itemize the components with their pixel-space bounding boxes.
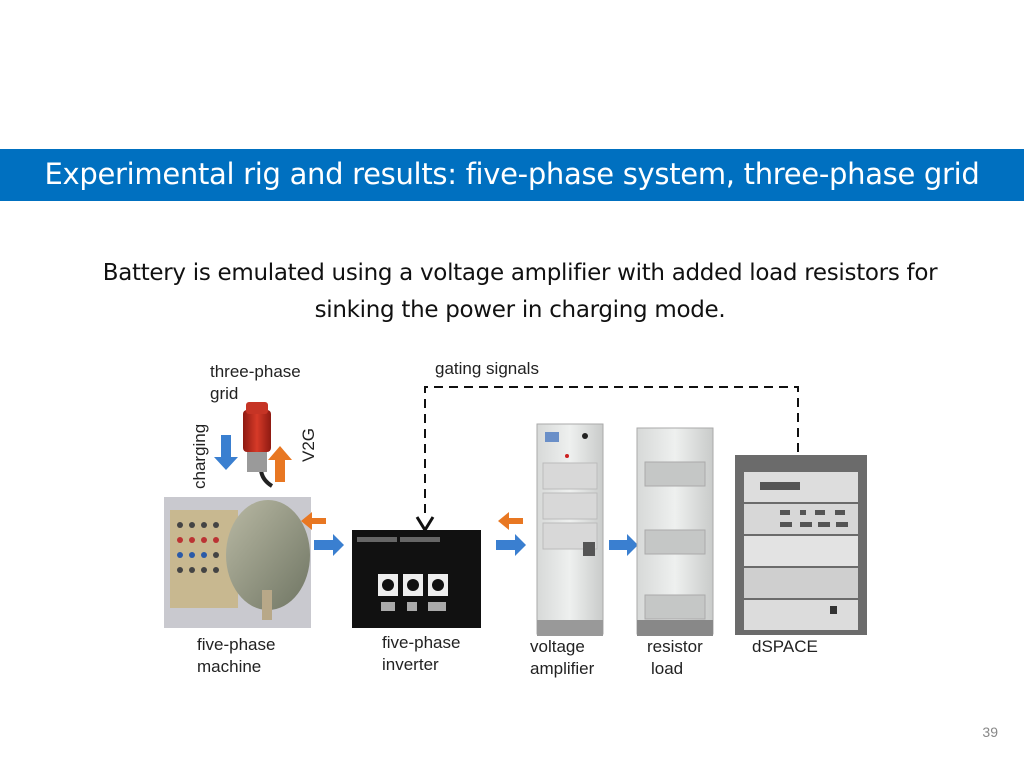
five-phase-machine-photo — [164, 497, 311, 628]
grid-label: three-phase grid — [210, 361, 301, 405]
charging-arrow-icon — [214, 435, 238, 470]
gating-signal-line — [424, 386, 799, 513]
v2g-arrow-icon — [268, 446, 292, 482]
resistor-load-photo — [636, 427, 714, 636]
machine-label-line-2: machine — [197, 657, 262, 676]
page-number: 39 — [982, 724, 998, 740]
amplifier-label-line-2: amplifier — [530, 659, 595, 678]
v2g-label: V2G — [299, 427, 318, 462]
charging-arrow-icon — [609, 534, 638, 556]
voltage-amplifier-photo — [536, 423, 604, 636]
slide-title: Experimental rig and results: five-phase… — [44, 157, 980, 191]
slide-subtitle: Battery is emulated using a voltage ampl… — [40, 255, 1000, 329]
machine-label-line-1: five-phase — [197, 635, 276, 654]
amplifier-label: voltage amplifier — [530, 636, 594, 680]
title-bar: Experimental rig and results: five-phase… — [0, 149, 1024, 201]
charging-arrow-icon — [496, 534, 526, 556]
grid-label-line-2: grid — [210, 384, 239, 403]
v2g-arrow-icon — [498, 512, 523, 530]
grid-label-line-1: three-phase — [210, 362, 301, 381]
dspace-label: dSPACE — [752, 637, 818, 656]
v2g-arrow-icon — [301, 512, 326, 530]
gating-arrowhead-icon — [415, 516, 435, 533]
five-phase-inverter-photo — [352, 530, 481, 628]
inverter-label-line-2: inverter — [382, 655, 439, 674]
amplifier-label-line-1: voltage — [530, 637, 585, 656]
machine-label: five-phase machine — [197, 634, 275, 678]
resistor-label-line-2: load — [651, 659, 684, 678]
charging-label: charging — [190, 423, 209, 489]
grid-plug-icon — [243, 402, 274, 488]
subtitle-line-2: sinking the power in charging mode. — [314, 297, 726, 323]
inverter-label-line-1: five-phase — [382, 633, 461, 652]
resistor-label-line-1: resistor — [647, 637, 703, 656]
inverter-label: five-phase inverter — [382, 632, 460, 676]
dspace-rack-photo — [735, 455, 867, 635]
subtitle-line-1: Battery is emulated using a voltage ampl… — [102, 260, 938, 286]
resistor-label: resistor load — [647, 636, 703, 680]
charging-arrow-icon — [314, 534, 344, 556]
gating-signals-label: gating signals — [435, 359, 539, 378]
